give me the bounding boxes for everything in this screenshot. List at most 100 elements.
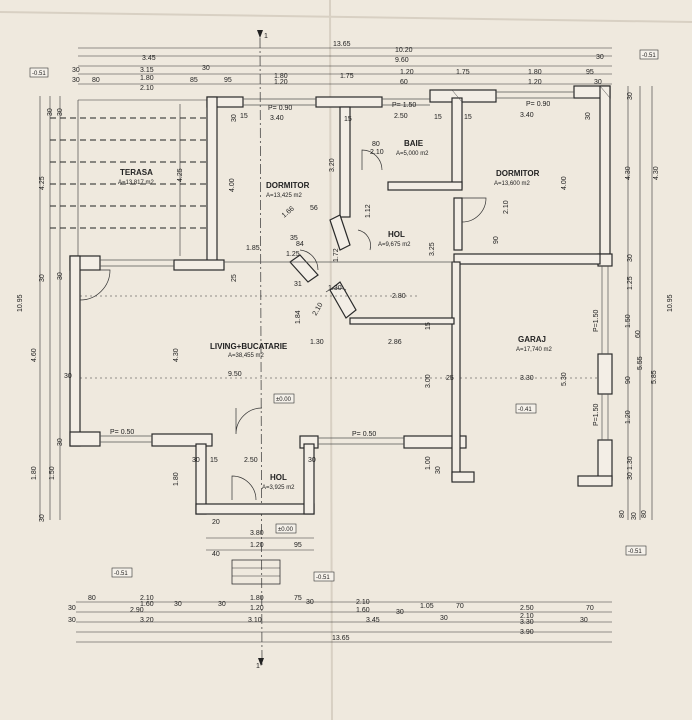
dim-text: 3.80 — [250, 530, 264, 537]
room-name: HOL — [388, 230, 405, 239]
dim-text: 30 — [218, 601, 226, 608]
level-tag — [273, 393, 295, 404]
dim-text: 1.20 — [250, 542, 264, 549]
room-name: BAIE — [404, 139, 424, 148]
door-swing — [79, 269, 111, 301]
dim-text: 1.85 — [246, 245, 260, 252]
level-tag — [29, 67, 49, 78]
dim-text: 1.25 — [286, 251, 300, 258]
dim-text: 30 — [596, 54, 604, 61]
wall — [303, 443, 315, 515]
level-tag — [515, 403, 537, 414]
doors — [79, 149, 487, 501]
dim-text: 1.20 — [274, 79, 288, 86]
wall — [577, 475, 613, 487]
dim-text: 2.10 — [140, 595, 154, 602]
dim-text: 3.45 — [142, 55, 156, 62]
bottom-dimensions: 80 2.10 1.60 1.80 75 2.10 1.05 70 2.50 7… — [68, 595, 612, 643]
dim-text: 30 — [72, 77, 80, 84]
dim-text: 1.75 — [340, 73, 354, 80]
door-swing — [325, 287, 347, 293]
dim-text: 1.60 — [356, 607, 370, 614]
dim-text: 4.25 — [177, 168, 184, 182]
level-text: -0.51 — [32, 71, 46, 77]
room-area: A=38,455 m2 — [228, 353, 265, 359]
dim-text: 1.80 — [274, 73, 288, 80]
dim-text: 3.40 — [270, 115, 284, 122]
dim-text: 85 — [190, 77, 198, 84]
dim-text: 13.65 — [333, 41, 351, 48]
dim-text: 3.30 — [520, 375, 534, 382]
wall — [206, 96, 218, 270]
dim-text: 25 — [231, 274, 238, 282]
room-name: DORMITOR — [496, 169, 540, 178]
dim-text: 1.80 — [250, 595, 264, 602]
dim-text: 4.30 — [653, 166, 660, 180]
dim-text: 2.10 — [520, 613, 534, 620]
dim-text: 3.10 — [248, 617, 262, 624]
dim-text: 30 — [64, 373, 72, 380]
wall — [315, 96, 383, 108]
dim-text: 30 — [440, 615, 448, 622]
dim-text: 2.50 — [520, 605, 534, 612]
room-hol-center: HOL A=9,675 m2 — [378, 230, 411, 248]
dim-text: 3.20 — [140, 617, 154, 624]
dim-text: 15 — [425, 322, 432, 330]
level-text: -0.51 — [628, 549, 642, 555]
level-text: ±0.00 — [278, 527, 294, 533]
paper-fold — [329, 0, 333, 720]
dim-text: 30 — [192, 457, 200, 464]
room-area: A=13,425 m2 — [266, 193, 303, 199]
room-area: A=3,925 m2 — [262, 485, 295, 491]
dim-text: 1.20 — [250, 605, 264, 612]
dim-text: 60 — [635, 330, 642, 338]
dim-text: 30 — [57, 108, 64, 116]
level-text: -0.51 — [316, 575, 330, 581]
dim-text: 3.00 — [425, 374, 432, 388]
dim-text: 30 — [68, 605, 76, 612]
dim-text: 1.30 — [627, 456, 634, 470]
room-garaj: GARAJ A=17,740 m2 — [516, 335, 553, 353]
dim-text: 30 — [57, 438, 64, 446]
level-text: -0.51 — [642, 53, 656, 59]
dim-text: 4.30 — [625, 166, 632, 180]
wall — [453, 253, 601, 265]
dim-text: 1.12 — [365, 204, 372, 218]
wall — [429, 89, 497, 103]
dim-text: 2.86 — [388, 339, 402, 346]
dim-text: 30 — [306, 599, 314, 606]
door-swing — [357, 229, 371, 251]
inner-dimensions: P= 0.90 3.40 P= 1.50 2.50 P= 0.90 3.40 1… — [110, 101, 592, 558]
dim-text: P= 0.90 — [526, 101, 550, 108]
room-name: HOL — [270, 473, 287, 482]
dim-text: 80 — [88, 595, 96, 602]
dim-text: 5.55 — [637, 356, 644, 370]
dim-text: 1.25 — [627, 276, 634, 290]
dim-text: 1.75 — [456, 69, 470, 76]
dim-text: 30 — [435, 466, 442, 474]
dim-text: 3.30 — [520, 619, 534, 626]
dim-text: 30 — [174, 601, 182, 608]
wall — [599, 85, 611, 255]
dim-text: 15 — [210, 457, 218, 464]
wall — [349, 317, 455, 325]
dim-text: 15 — [434, 114, 442, 121]
dim-text: 4.00 — [561, 176, 568, 190]
wall — [173, 259, 225, 271]
dim-text: P= 0.50 — [110, 429, 134, 436]
dim-text: 30 — [72, 67, 80, 74]
dim-text: 75 — [294, 595, 302, 602]
dim-text: 15 — [344, 116, 352, 123]
door-swing — [235, 407, 263, 435]
door-swing — [461, 197, 487, 223]
door-swing — [231, 475, 257, 501]
dim-text: 1.50 — [625, 314, 632, 328]
level-tag — [625, 545, 647, 556]
dim-text: 3.15 — [140, 67, 154, 74]
axis-arrow-bottom — [258, 658, 264, 666]
room-name: TERASA — [120, 168, 153, 177]
top-dimensions: 13.65 3.45 10.20 30 30 3.15 9.60 30 1.80… — [72, 41, 612, 92]
room-area: A=17,740 m2 — [516, 347, 553, 353]
wall — [69, 431, 101, 447]
walls — [69, 85, 613, 515]
